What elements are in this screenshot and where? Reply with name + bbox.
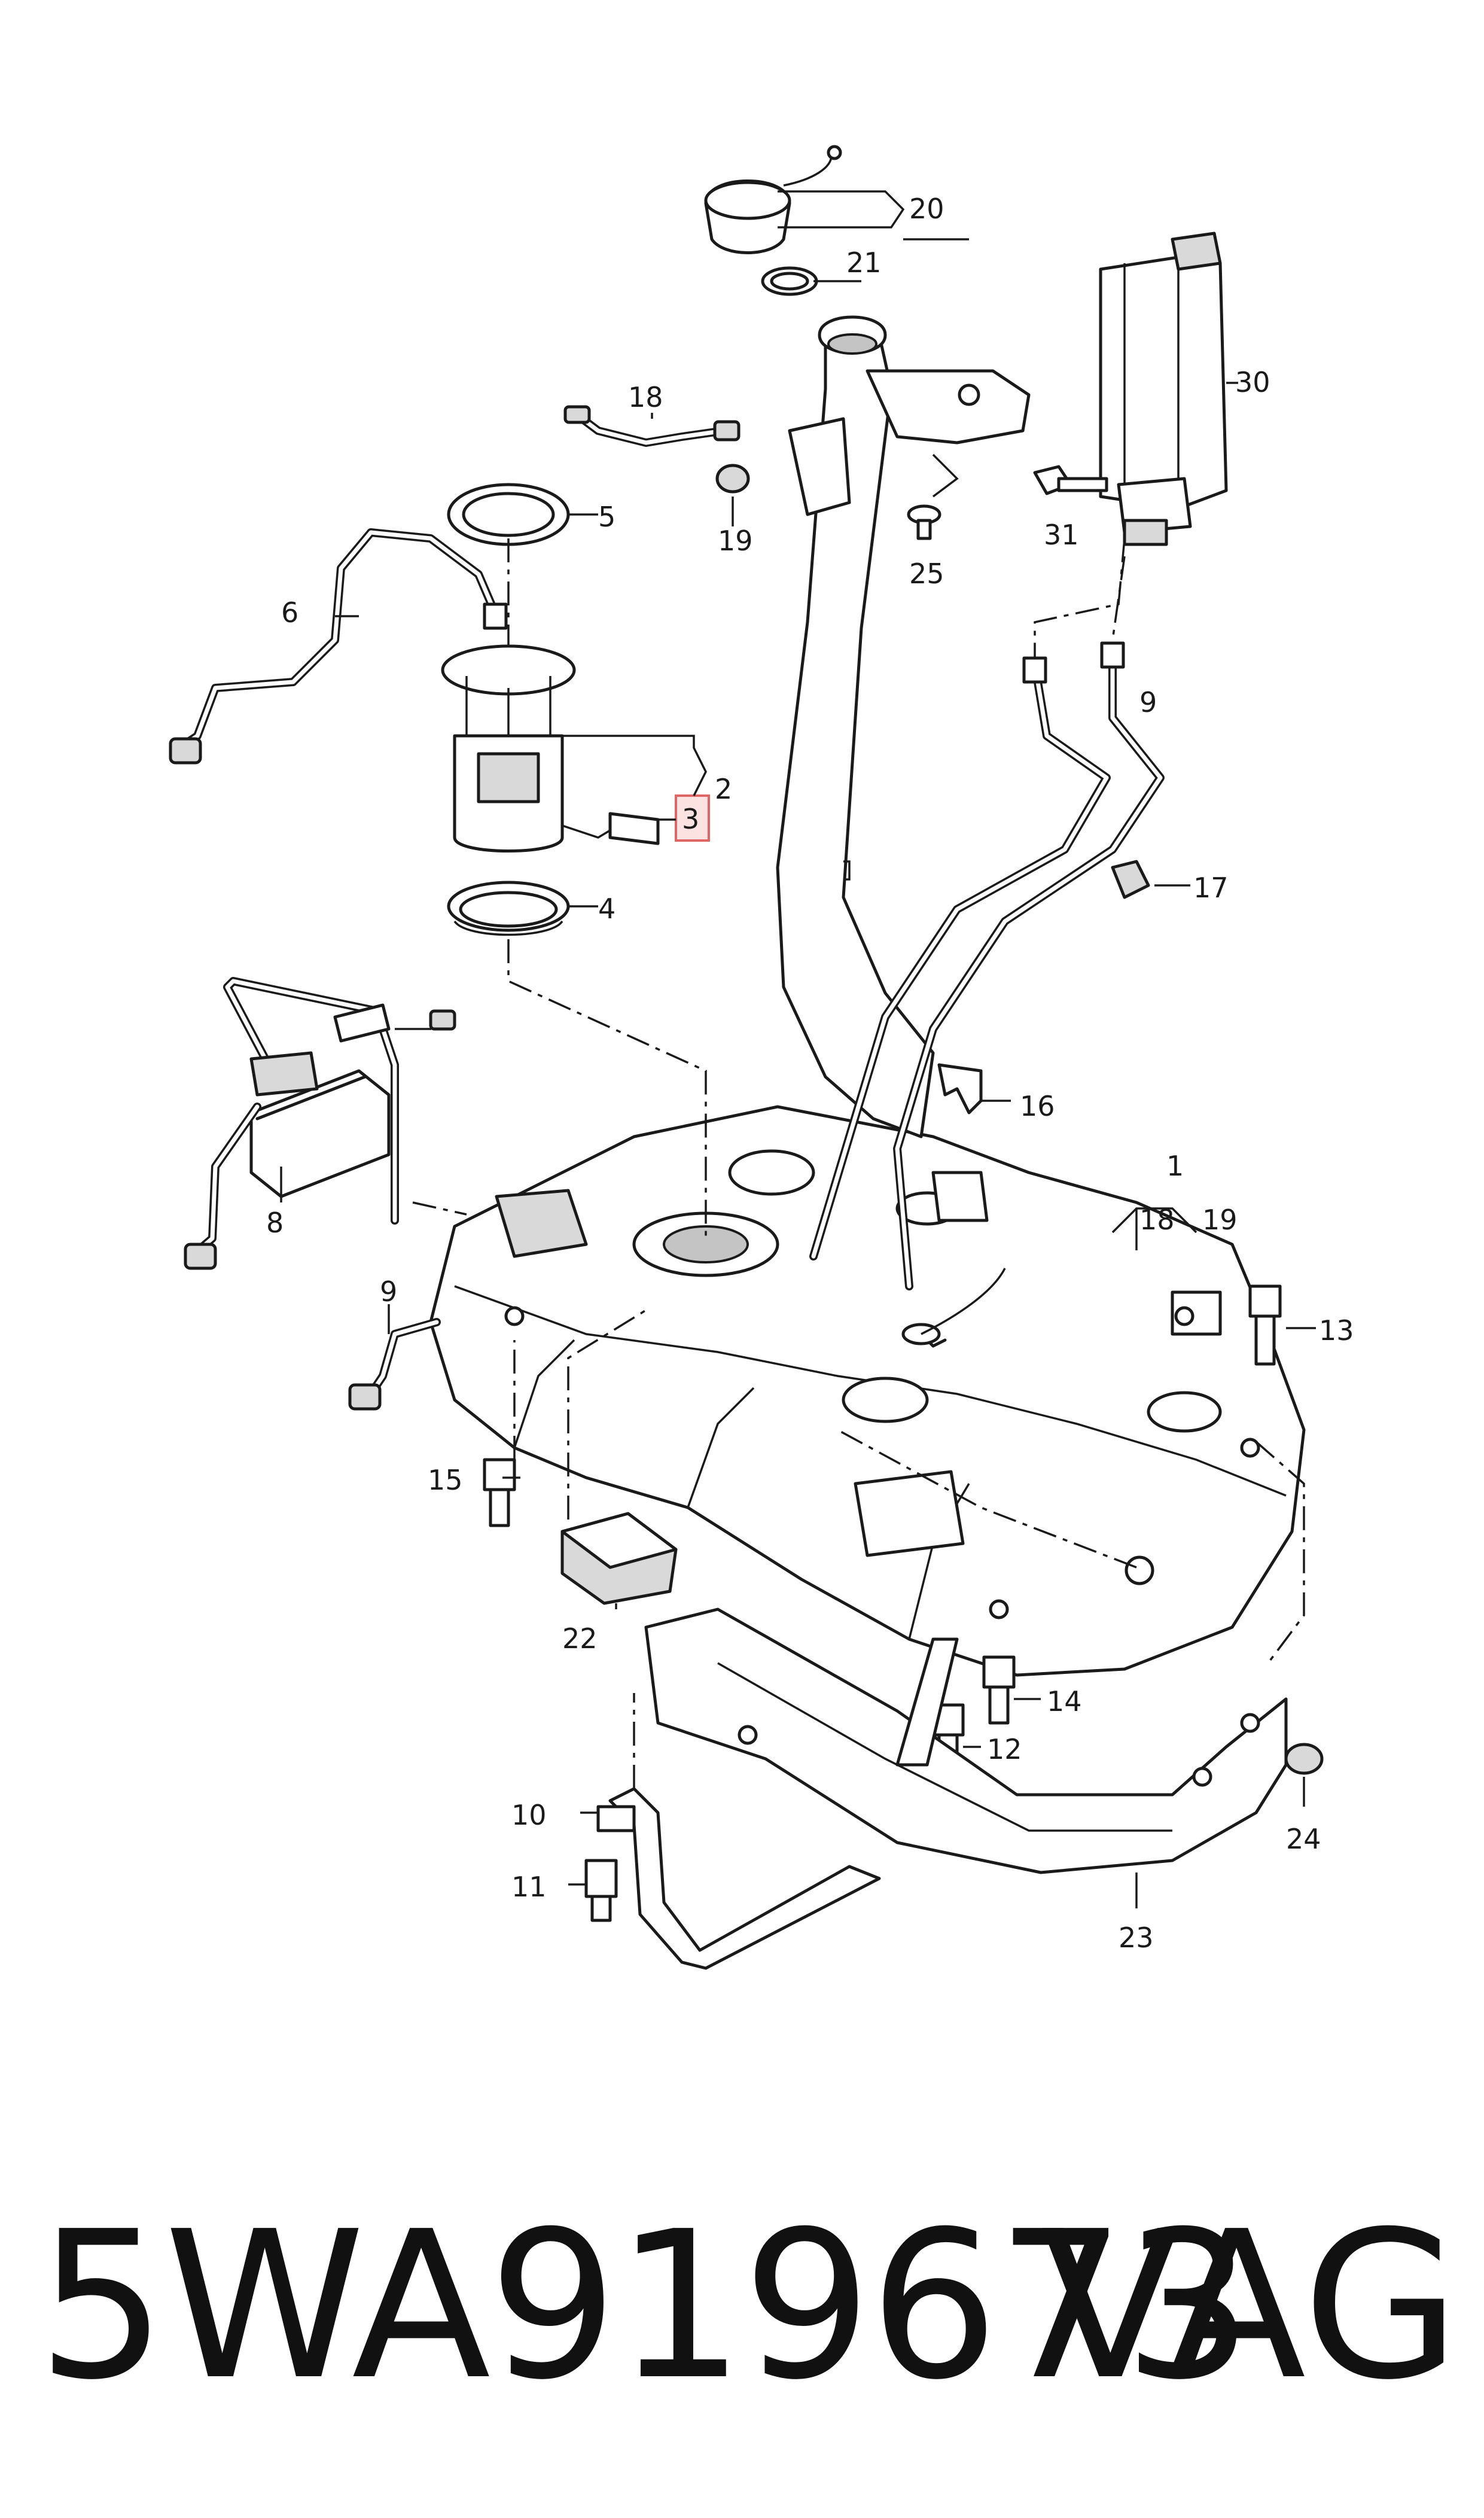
callout-31: 31 <box>1044 519 1079 551</box>
bolt-25 <box>907 504 941 540</box>
fuel-tank <box>429 1105 1306 1677</box>
bolt-15 <box>483 1458 516 1527</box>
callout-1: 1 <box>1166 1150 1184 1182</box>
bolt-11 <box>584 1859 618 1922</box>
callout-10: 10 <box>511 1799 547 1831</box>
bolt-31 <box>1033 465 1108 495</box>
part-3-highlight <box>675 794 710 842</box>
pipe-clip-16 <box>937 1063 983 1115</box>
callout-4: 4 <box>598 893 615 925</box>
callout-24: 24 <box>1286 1823 1321 1855</box>
callout-5: 5 <box>598 501 615 533</box>
callout-11: 11 <box>511 1871 547 1903</box>
tank-strap-14 <box>895 1637 959 1767</box>
callout-15: 15 <box>428 1464 463 1496</box>
callout-labels: 20 21 30 18 19 25 31 5 6 9 2 3 17 4 16 1… <box>266 193 1354 1954</box>
callout-19-top: 19 <box>718 525 753 557</box>
callout-16: 16 <box>1020 1090 1055 1122</box>
cap-seal-ring <box>761 266 818 296</box>
callout-6: 6 <box>281 596 298 629</box>
brand-label: VAG <box>1041 2188 1460 2425</box>
bracket-22 <box>560 1512 678 1605</box>
fuel-system-exploded-diagram: 20 21 30 18 19 25 31 5 6 9 2 3 17 4 16 1… <box>169 145 1354 1970</box>
bolt-14 <box>982 1655 1016 1725</box>
fuel-line-6 <box>169 528 508 765</box>
pipe-clip-17 <box>1111 860 1150 899</box>
fuel-pump-control-unit <box>184 977 456 1270</box>
heat-shield-23 <box>644 1607 1288 1874</box>
callout-18-top: 18 <box>628 381 663 413</box>
wiring-harness-18 <box>563 405 741 447</box>
callout-19-tank: 19 <box>1202 1204 1238 1236</box>
callout-17: 17 <box>1193 872 1229 904</box>
line-9-left <box>348 1318 441 1411</box>
callout-14: 14 <box>1047 1685 1082 1718</box>
vent-lines-9 <box>809 641 1165 1290</box>
tank-strap-10 <box>596 1787 881 1970</box>
callout-20: 20 <box>909 193 944 225</box>
charcoal-canister <box>1099 232 1228 546</box>
filler-neck <box>776 315 1031 1138</box>
callout-30: 30 <box>1235 366 1270 398</box>
callout-25: 25 <box>909 558 944 590</box>
bolt-13 <box>1248 1284 1282 1366</box>
fuel-pump-module <box>441 644 660 852</box>
tank-seal-ring <box>447 881 570 936</box>
callout-3: 3 <box>682 803 699 835</box>
callout-9-left: 9 <box>380 1275 397 1308</box>
callout-18-tank: 18 <box>1139 1204 1175 1236</box>
callout-23: 23 <box>1119 1922 1154 1954</box>
nut-24 <box>1284 1743 1324 1775</box>
locking-ring <box>447 483 570 546</box>
callout-12: 12 <box>987 1733 1022 1765</box>
callout-21: 21 <box>846 246 882 279</box>
leader-lines <box>280 190 1316 1908</box>
filler-cap <box>704 145 842 254</box>
callout-9-right: 9 <box>1139 686 1157 718</box>
callout-22: 22 <box>562 1622 598 1655</box>
part-number-label: 5WA919673 <box>37 2188 1253 2425</box>
callout-2: 2 <box>715 773 732 805</box>
callout-8: 8 <box>266 1207 284 1239</box>
callout-13: 13 <box>1319 1314 1354 1347</box>
grommet-19 <box>715 464 750 494</box>
